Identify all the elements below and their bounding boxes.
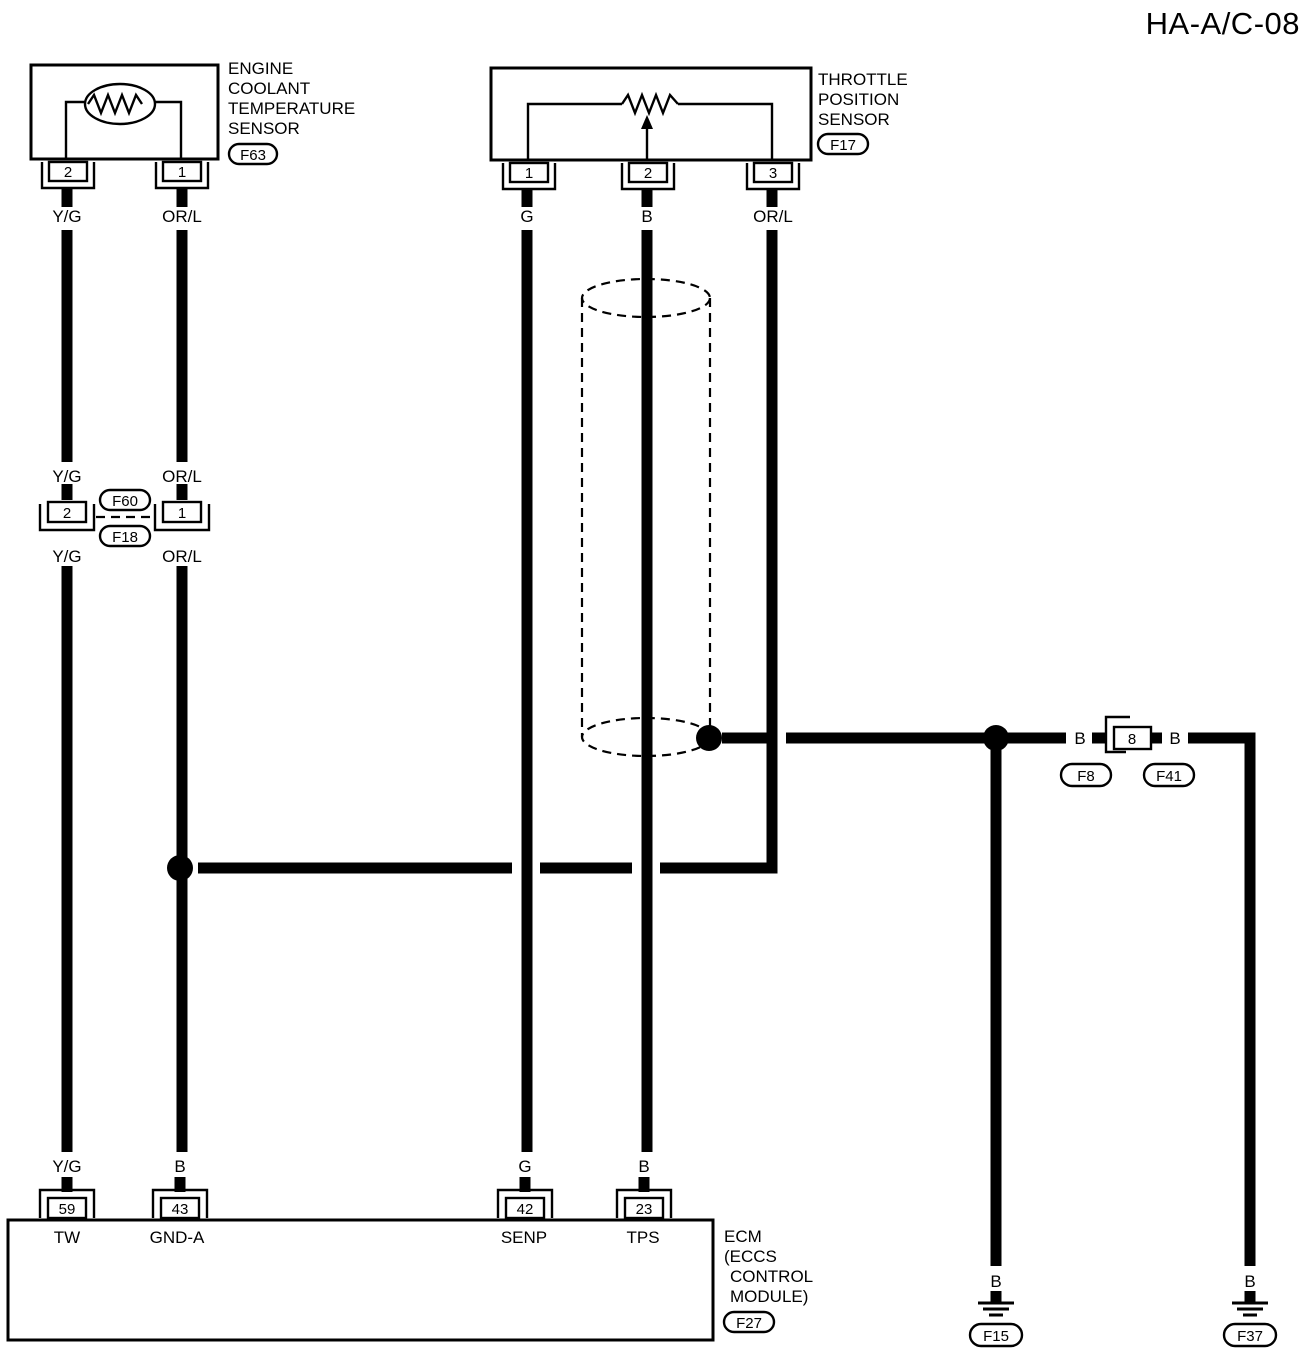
ground-connector-left-id: F8 — [1077, 768, 1095, 785]
ecm-label-1: ECM — [724, 1227, 762, 1246]
ecm-pin-42: 42 — [496, 1188, 554, 1220]
wire-color-label: B — [1244, 1272, 1255, 1291]
ecm-pin-23: 23 — [615, 1188, 673, 1220]
joint-connector: Y/G OR/L 2 1 F60 F18 Y/G OR/L — [38, 467, 211, 566]
joint-connector-upper-id: F60 — [112, 493, 138, 510]
page-code: HA-A/C-08 — [1146, 6, 1300, 41]
joint-pin-2: 2 — [63, 505, 71, 522]
wire-color-label: G — [520, 207, 533, 226]
ecm-connector-id: F27 — [736, 1315, 762, 1332]
tps-label-1: THROTTLE — [818, 70, 908, 89]
tps-internal-wire — [526, 102, 622, 160]
thermistor-symbol — [83, 82, 157, 126]
ground-connector-right-id: F41 — [1156, 768, 1182, 785]
wire-color-label: Y/G — [52, 547, 81, 566]
svg-text:3: 3 — [769, 165, 777, 182]
svg-text:23: 23 — [636, 1201, 653, 1218]
joint-connector-lower-id: F18 — [112, 529, 138, 546]
wire-color-label: B — [174, 1157, 185, 1176]
wire-b-ground-f37 — [1188, 732, 1256, 1266]
tps-label-3: SENSOR — [818, 110, 890, 129]
ects-label-1: ENGINE — [228, 59, 293, 78]
wire-color-label: Y/G — [52, 467, 81, 486]
ecm-terminal-senp: SENP — [501, 1228, 547, 1247]
tps-internal-wire — [678, 102, 774, 160]
svg-text:59: 59 — [59, 1201, 76, 1218]
wire-color-label: B — [1074, 729, 1085, 748]
ecm-connector-badge — [722, 1310, 776, 1334]
wire-color-label: OR/L — [162, 467, 202, 486]
ground-f15-id: F15 — [983, 1328, 1009, 1345]
wire-color-label: OR/L — [753, 207, 793, 226]
wire-color-label: OR/L — [162, 207, 202, 226]
potentiometer-zigzag — [621, 91, 679, 117]
wire-color-label: Y/G — [52, 207, 81, 226]
svg-text:42: 42 — [517, 1201, 534, 1218]
ects-connector-badge — [227, 142, 279, 166]
resistor-zigzag — [87, 91, 143, 117]
wire-color-label: B — [1169, 729, 1180, 748]
tps-pin-1: 1 — [501, 161, 557, 191]
ecm-box — [6, 1218, 715, 1342]
ground-connector: B 8 B F8 F41 — [1059, 715, 1196, 788]
ects-pin-2: 2 — [40, 160, 96, 190]
ects-connector-id: F63 — [240, 147, 266, 164]
ects-label-4: SENSOR — [228, 119, 300, 138]
ects-label-2: COOLANT — [228, 79, 310, 98]
tps-box — [489, 66, 813, 162]
ects-pin-1: 1 — [154, 160, 210, 190]
wire-color-label: B — [641, 207, 652, 226]
tps-pin-3: 3 — [745, 161, 801, 191]
tps-connector-badge — [816, 132, 870, 156]
svg-text:1: 1 — [178, 164, 186, 181]
svg-text:43: 43 — [172, 1201, 189, 1218]
ground-connector-pin: 8 — [1128, 731, 1136, 748]
engine-coolant-temperature-sensor: ENGINE COOLANT TEMPERATURE SENSOR F63 — [29, 59, 355, 166]
ecm-pin-43: 43 — [151, 1188, 209, 1220]
tps-pin-2: 2 — [620, 161, 676, 191]
ecm-terminal-tw: TW — [54, 1228, 80, 1247]
ecm-label-4: MODULE) — [730, 1287, 808, 1306]
wire-color-label: OR/L — [162, 547, 202, 566]
ects-box — [29, 63, 220, 161]
ecm-label-3: CONTROL — [730, 1267, 813, 1286]
ects-label-3: TEMPERATURE — [228, 99, 355, 118]
wire-color-label: G — [518, 1157, 531, 1176]
ecm-pin-59: 59 — [38, 1188, 96, 1220]
tps-connector-id: F17 — [830, 137, 856, 154]
ground-f37: B F37 — [1222, 1272, 1278, 1348]
tps-label-2: POSITION — [818, 90, 899, 109]
ground-f37-id: F37 — [1237, 1328, 1263, 1345]
throttle-position-sensor: THROTTLE POSITION SENSOR F17 — [489, 66, 908, 162]
wiper-arrow-icon — [641, 115, 653, 129]
wire-orl-tps — [660, 230, 778, 874]
svg-text:2: 2 — [64, 164, 72, 181]
ecm-terminal-tps: TPS — [626, 1228, 659, 1247]
wire-color-label: B — [638, 1157, 649, 1176]
ecm-label-2: (ECCS — [724, 1247, 777, 1266]
ground-f15: B F15 — [968, 1272, 1024, 1348]
ecm-terminal-gnd-a: GND-A — [150, 1228, 205, 1247]
splice-point — [983, 725, 1009, 751]
svg-text:2: 2 — [644, 165, 652, 182]
splice-point — [696, 725, 722, 751]
ects-internal-wire — [155, 100, 183, 160]
wire-color-label: B — [990, 1272, 1001, 1291]
wire-color-label: Y/G — [52, 1157, 81, 1176]
splice-point — [167, 855, 193, 881]
ecm: Y/G B G B 59 43 42 23 TW GND-A SENP TPS … — [6, 1157, 813, 1342]
joint-pin-1: 1 — [178, 505, 186, 522]
svg-text:1: 1 — [525, 165, 533, 182]
ects-internal-wire — [64, 100, 85, 160]
